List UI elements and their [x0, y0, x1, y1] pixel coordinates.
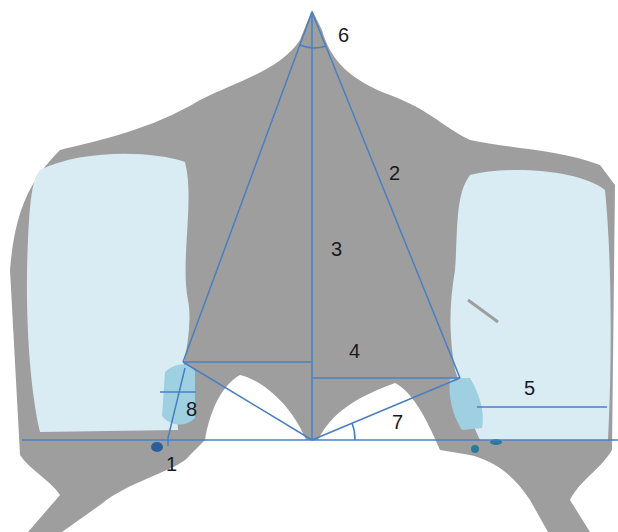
callout-number: 6: [338, 25, 349, 45]
callout-number: 7: [392, 412, 403, 432]
bone-outline: [10, 10, 615, 532]
right-vessel-dot: [471, 445, 479, 453]
callout-number: 4: [349, 341, 360, 361]
right-air-space: [450, 170, 610, 440]
callout-number: 3: [331, 239, 342, 259]
callout-number: 8: [186, 399, 197, 419]
callout-number: 2: [389, 163, 400, 183]
measurement-lines: [22, 12, 618, 446]
right-septum: [468, 300, 498, 322]
callout-number: 5: [524, 378, 535, 398]
callout-number: 1: [166, 454, 177, 474]
right-small-region: [450, 378, 483, 430]
left-vessel-dot: [151, 442, 163, 452]
